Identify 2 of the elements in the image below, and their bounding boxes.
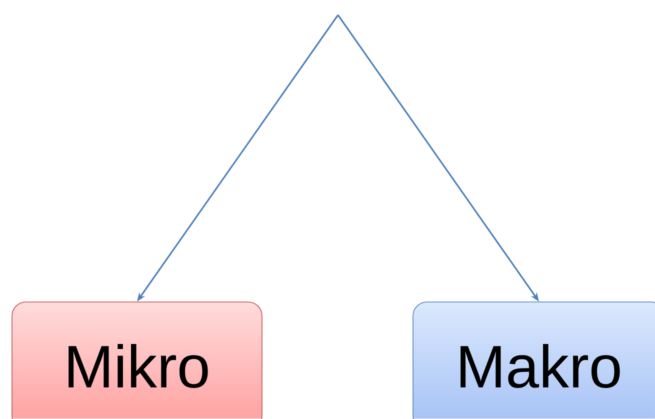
category-box: Makro (412, 302, 655, 419)
category-box: Mikro (12, 302, 262, 419)
